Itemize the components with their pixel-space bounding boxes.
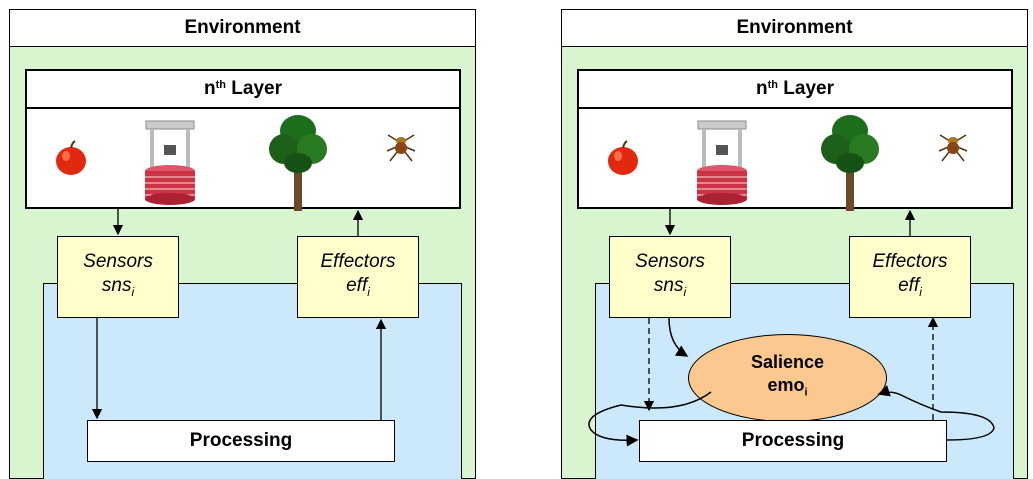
environment-title: Environment <box>9 9 476 47</box>
sensors-box: Sensors snsi <box>609 236 731 318</box>
effectors-sub-index: i <box>919 284 922 299</box>
sensors-label: Sensors <box>635 251 705 273</box>
layer-sup: th <box>767 79 778 91</box>
layer-suffix: Layer <box>778 78 834 99</box>
sensors-box: Sensors snsi <box>57 236 179 318</box>
apple-icon <box>608 140 638 175</box>
well-icon <box>145 120 195 205</box>
sensors-label: Sensors <box>83 251 153 273</box>
sensors-sub-label: sns <box>653 275 684 297</box>
tree-icon <box>821 115 879 211</box>
processing-box: Processing <box>87 420 395 462</box>
effectors-sub-label: eff <box>898 275 920 297</box>
layer-n: n <box>204 78 216 99</box>
sensors-sub-index: i <box>683 284 687 299</box>
salience-ellipse: Salience emoi <box>688 334 887 422</box>
layer-n: n <box>756 78 768 99</box>
layer-suffix: Layer <box>226 78 282 99</box>
effectors-box: Effectors effi <box>297 236 419 318</box>
spider-icon <box>386 134 416 162</box>
processing-box: Processing <box>639 420 947 462</box>
sensors-sub-index: i <box>131 284 135 299</box>
effectors-box: Effectors effi <box>849 236 971 318</box>
tree-icon <box>269 115 327 211</box>
sensors-sub-label: sns <box>101 275 132 297</box>
environment-title: Environment <box>561 9 1028 47</box>
effectors-sub-label: eff <box>346 275 368 297</box>
spider-icon <box>938 134 968 162</box>
salience-label: Salience <box>750 352 825 373</box>
well-icon <box>697 120 747 205</box>
effectors-sub-index: i <box>367 284 370 299</box>
salience-sub-index: i <box>804 386 808 399</box>
apple-icon <box>56 140 86 175</box>
salience-sub-label: emo <box>767 375 805 396</box>
layer-sup: th <box>215 79 226 91</box>
effectors-label: Effectors <box>872 251 948 273</box>
effectors-label: Effectors <box>320 251 396 273</box>
